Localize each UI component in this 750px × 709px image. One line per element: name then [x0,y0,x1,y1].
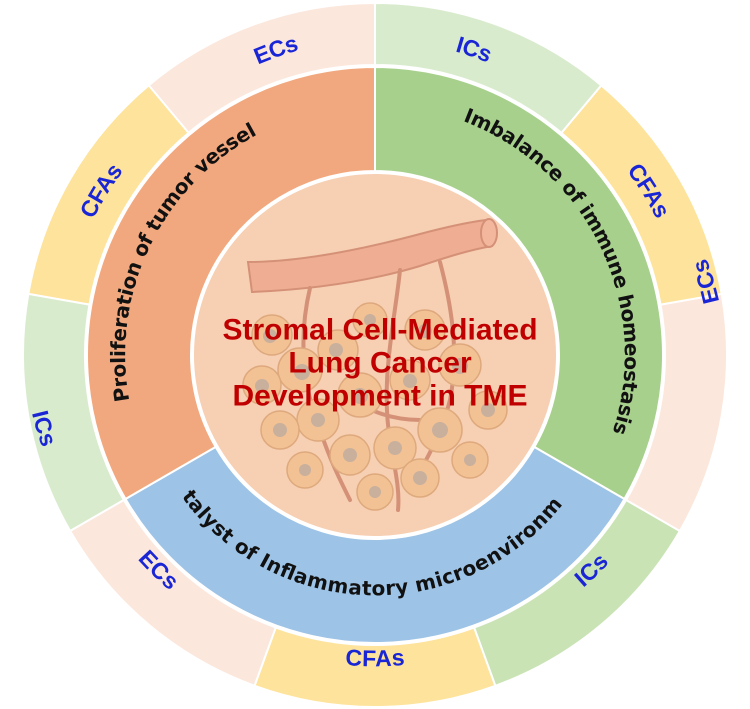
outer-ring [22,1,728,708]
middle-ring [86,65,664,644]
tumor-vessel-cells-illustration [242,218,508,512]
outer-segment-ics-bottom-right [472,498,682,688]
outer-segment-cfas-bottom [253,626,497,708]
vessel-opening [480,218,498,248]
capillary-2 [384,268,402,512]
outer-segment-cfas-left [27,83,191,306]
tumor-cells [242,302,508,511]
middle-segment-immune-homeostasis [374,65,664,501]
outer-segment-cfas-right [559,83,723,306]
center-title: Stromal Cell-Mediated Lung Cancer Develo… [222,314,537,413]
middle-segment-inflammatory [124,445,626,644]
outer-segment-ics-left [22,292,126,533]
center-title-line-3: Development in TME [232,380,527,413]
center-disk [192,172,558,538]
middle-segment-tumor-vessel [86,65,376,501]
center-title-line-1: Stromal Cell-Mediated [222,314,537,347]
outer-segment-ics-top [374,1,603,135]
outer-segment-ecs-bottom-left [68,498,278,688]
outer-segment-ecs-right [624,292,728,533]
center-title-line-2: Lung Cancer [288,347,472,380]
